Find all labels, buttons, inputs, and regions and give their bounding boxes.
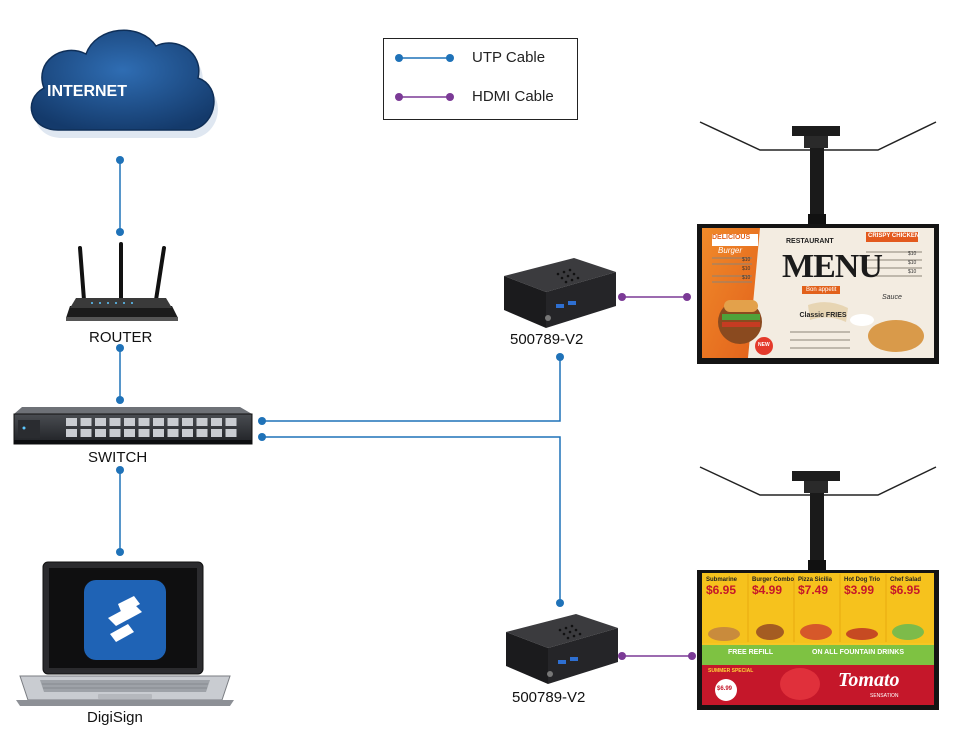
screen1-price: $10: [742, 257, 751, 263]
screen2-special: SUMMER SPECIAL: [708, 668, 754, 674]
ceiling-mount-icon: [699, 466, 937, 572]
screen2-item-name: Submarine: [706, 577, 738, 583]
screen2-item-name: Hot Dog Trio: [844, 577, 880, 583]
utp-cable-ends: [116, 156, 564, 607]
screen2-item: Hot Dog Trio$3.99: [844, 577, 888, 597]
screen1-sauce: Sauce: [882, 294, 902, 301]
screen1-title-top: RESTAURANT: [786, 238, 834, 245]
screen1-price: $10: [742, 266, 751, 272]
mini-pc-icon: [504, 258, 616, 328]
screen1-price: $10: [908, 269, 917, 275]
screen2-item-price: $4.99: [752, 583, 783, 597]
switch-port: [124, 429, 135, 437]
screen2-special-price: $6.99: [717, 686, 733, 692]
legend-hdmi-label: HDMI Cable: [472, 88, 554, 105]
screen2-brand: Tomato: [838, 669, 900, 691]
screen2-item-price: $6.95: [706, 583, 737, 597]
screen2-banner-left: FREE REFILL: [728, 649, 774, 656]
legend-utp-label: UTP Cable: [472, 49, 546, 66]
screen2-item-price: $7.49: [798, 583, 829, 597]
switch-port: [138, 429, 150, 437]
screen2-item: Chef Salad$6.95: [890, 577, 934, 597]
cable-switch-player2: [262, 436, 561, 603]
switch-port: [109, 418, 121, 426]
switch-port: [80, 429, 92, 437]
switch-port: [225, 418, 237, 426]
switch-port: [66, 418, 77, 426]
switch-port: [225, 429, 237, 437]
laptop-icon: [16, 561, 234, 706]
screen2-item-price: $3.99: [844, 583, 875, 597]
switch-port: [95, 429, 106, 437]
screen1-price: $10: [908, 251, 917, 257]
router-label: ROUTER: [89, 329, 153, 346]
screen2-item-name: Burger Combo: [752, 577, 794, 583]
screen1-prices-right: $10 $10 $10: [908, 250, 916, 277]
screen2-item: Burger Combo$4.99: [752, 577, 796, 597]
player2-label: 500789-V2: [512, 689, 586, 706]
switch-port: [153, 418, 164, 426]
switch-port: [182, 418, 193, 426]
screen2-banner-right: ON ALL FOUNTAIN DRINKS: [812, 649, 905, 656]
screen1-content: DELICIOUS Burger RESTAURANT MENU Bon app…: [702, 228, 934, 358]
screen1-fries: Classic FRIES: [799, 312, 847, 319]
switch-icon: [13, 407, 253, 445]
screen1-price: $10: [742, 275, 751, 281]
switch-port: [124, 418, 135, 426]
screen2-item-name: Chef Salad: [890, 577, 922, 583]
screen2-item: Submarine$6.95: [706, 577, 750, 597]
switch-port: [196, 429, 208, 437]
screen2-brand-sub: SENSATION: [870, 693, 899, 699]
legend-swatches: [395, 54, 454, 101]
legend: UTP Cable HDMI Cable: [383, 38, 578, 120]
switch-port: [182, 429, 193, 437]
switch-port: [167, 429, 179, 437]
switch-port: [167, 418, 179, 426]
screen2-item-price: $6.95: [890, 583, 921, 597]
internet-label: INTERNET: [47, 83, 127, 100]
display-icon: [697, 570, 939, 710]
router-icon: [66, 242, 178, 321]
screen1-new: NEW: [758, 342, 770, 348]
switch-port: [138, 418, 150, 426]
screen1-prices-left: $10 $10 $10: [742, 256, 750, 283]
digisign-label: DigiSign: [87, 709, 143, 726]
screen2-item-name: Pizza Sicilia: [798, 577, 833, 583]
switch-port: [196, 418, 208, 426]
screen1-badge-sub: Burger: [718, 246, 743, 255]
switch-port: [95, 418, 106, 426]
screen1-title-main: MENU: [782, 248, 883, 285]
ceiling-mount-icon: [699, 121, 937, 226]
switch-port: [211, 418, 222, 426]
screen2-item: Pizza Sicilia$7.49: [798, 577, 842, 597]
switch-port: [109, 429, 121, 437]
mini-pc-icon: [506, 614, 618, 684]
screen1-badge: DELICIOUS: [712, 234, 751, 241]
cloud-icon: [30, 29, 218, 138]
screen1-price: $10: [908, 260, 917, 266]
hdmi-cables: [622, 296, 692, 657]
switch-port: [153, 429, 164, 437]
switch-port: [211, 429, 222, 437]
hdmi-cable-ends: [618, 293, 696, 660]
cable-switch-player1: [262, 357, 561, 422]
screen1-right-head: CRISPY CHICKEN: [868, 233, 920, 239]
switch-port: [80, 418, 92, 426]
switch-label: SWITCH: [88, 449, 148, 466]
utp-cables: [119, 160, 561, 603]
player1-label: 500789-V2: [510, 331, 584, 348]
screen1-subtitle: Bon appetit: [802, 286, 841, 294]
switch-port: [66, 429, 77, 437]
